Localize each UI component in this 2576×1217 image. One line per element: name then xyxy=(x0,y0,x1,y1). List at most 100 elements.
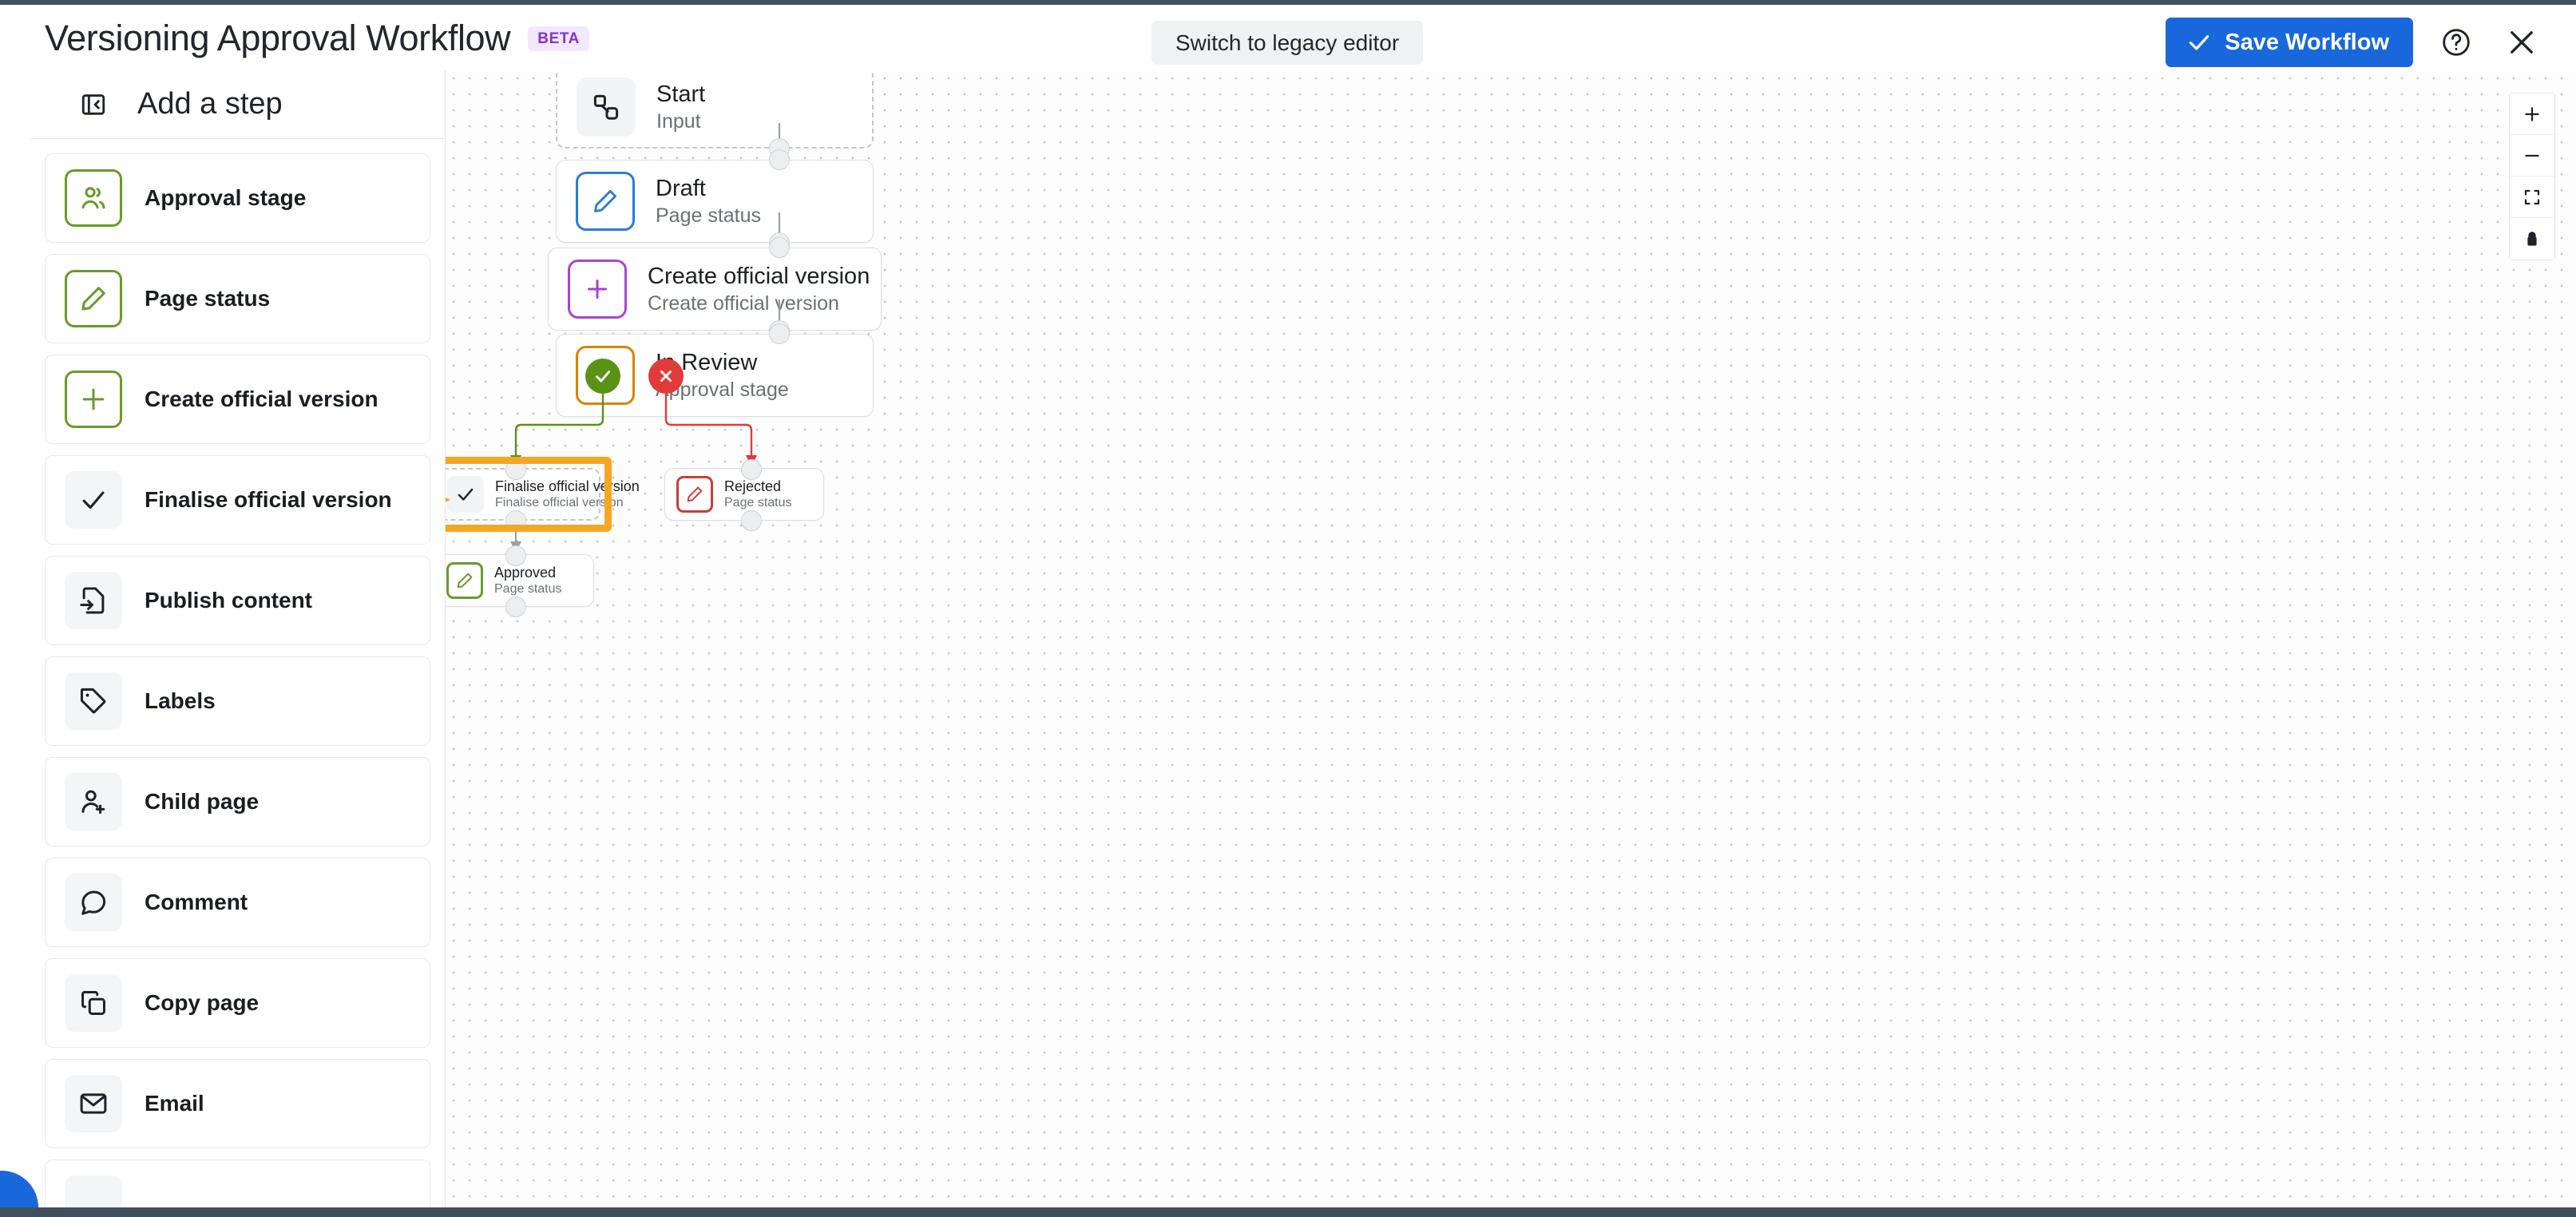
step-label: Approval stage xyxy=(145,185,307,210)
workflow-node-create-official-version[interactable]: Create official version Create official … xyxy=(548,248,882,331)
workflow-canvas[interactable]: Start Input Draft Page status Create off… xyxy=(446,70,2576,1207)
branch-badge-approve[interactable] xyxy=(585,359,620,394)
user-plus-icon xyxy=(65,773,122,830)
step-label: Publish content xyxy=(145,588,312,612)
node-subtitle: Input xyxy=(656,109,701,133)
node-handle-rejected-bottom[interactable] xyxy=(741,510,762,531)
node-handle-approved-top[interactable] xyxy=(505,545,526,566)
pencil-icon xyxy=(576,172,635,231)
switch-to-legacy-editor-button[interactable]: Switch to legacy editor xyxy=(1151,21,1424,65)
node-subtitle: Finalise official version xyxy=(495,495,624,509)
step-item-page-status[interactable]: Page status xyxy=(45,254,430,343)
lock-icon xyxy=(2522,229,2542,248)
node-subtitle: Page status xyxy=(494,581,562,596)
pencil-icon xyxy=(676,476,713,513)
step-label: Comment xyxy=(145,890,248,914)
minus-icon xyxy=(2522,145,2542,166)
fit-screen-icon xyxy=(2522,188,2542,207)
plus-icon xyxy=(2522,104,2542,125)
step-item-copy-page[interactable]: Copy page xyxy=(45,958,430,1048)
node-title: Create official version xyxy=(648,264,870,290)
nodes-icon xyxy=(577,77,636,137)
node-text-group: Approved Page status xyxy=(494,565,562,597)
workflow-node-approved[interactable]: Approved Page status xyxy=(446,554,594,607)
arrow-right-icon xyxy=(446,498,450,502)
zoom-in-button[interactable] xyxy=(2510,93,2554,135)
step-label: Page status xyxy=(145,286,271,311)
node-text-group: Start Input xyxy=(656,82,705,132)
check-icon xyxy=(447,476,484,513)
save-workflow-button[interactable]: Save Workflow xyxy=(2166,18,2413,67)
node-handle-rejected-top[interactable] xyxy=(741,459,762,480)
comment-icon xyxy=(65,874,122,931)
placeholder-icon xyxy=(65,1175,122,1207)
header-actions: Save Workflow xyxy=(2166,18,2544,67)
plus-icon xyxy=(65,371,122,428)
step-item-email[interactable]: Email xyxy=(45,1059,430,1148)
tag-icon xyxy=(65,672,122,730)
node-title: Start xyxy=(656,81,706,108)
fit-view-button[interactable] xyxy=(2510,176,2554,218)
edge-review-finalise xyxy=(514,394,604,459)
node-title: Finalise official version xyxy=(495,478,640,494)
help-button[interactable] xyxy=(2434,20,2479,65)
workflow-node-draft[interactable]: Draft Page status xyxy=(556,160,874,243)
step-label: Labels xyxy=(145,688,216,713)
header-title-group: Versioning Approval Workflow BETA xyxy=(45,18,589,59)
step-item-publish-content[interactable]: Publish content xyxy=(45,556,430,645)
copy-icon xyxy=(65,974,122,1032)
sidebar-title: Add a step xyxy=(137,87,283,121)
page-title: Versioning Approval Workflow xyxy=(45,18,511,58)
node-title: Rejected xyxy=(724,478,782,494)
lock-button[interactable] xyxy=(2510,218,2554,260)
step-label: Copy page xyxy=(145,990,260,1015)
workflow-node-start[interactable]: Start Input xyxy=(556,70,874,149)
panel-collapse-icon[interactable] xyxy=(80,91,107,118)
step-item-child-page[interactable]: Child page xyxy=(45,757,430,846)
app-header: Versioning Approval Workflow BETA Switch… xyxy=(0,5,2576,70)
file-export-icon xyxy=(65,572,122,629)
node-handle-approved-bottom[interactable] xyxy=(505,597,526,617)
node-text-group: Finalise official version Finalise offic… xyxy=(495,478,640,510)
pencil-icon xyxy=(65,270,122,327)
node-title: Approved xyxy=(494,564,557,581)
step-item-partial[interactable] xyxy=(45,1160,430,1207)
envelope-icon xyxy=(65,1075,122,1132)
step-item-finalise-official-version[interactable]: Finalise official version xyxy=(45,455,430,545)
step-label: Finalise official version xyxy=(145,487,392,512)
pencil-icon xyxy=(446,562,483,599)
add-step-sidebar: Add a step Approval stage Page status Cr xyxy=(30,70,446,1207)
zoom-out-button[interactable] xyxy=(2510,135,2554,176)
step-label: Create official version xyxy=(145,387,378,411)
node-handle-finalise-bottom[interactable] xyxy=(505,510,526,531)
step-label: Child page xyxy=(145,789,260,814)
node-handle-review-top[interactable] xyxy=(769,323,790,344)
node-subtitle: Page status xyxy=(724,495,792,509)
cross-icon xyxy=(656,367,676,386)
node-title: Draft xyxy=(656,176,706,202)
step-list: Approval stage Page status Create offici… xyxy=(30,139,445,1207)
users-icon xyxy=(65,169,122,227)
canvas-zoom-controls xyxy=(2509,93,2555,260)
beta-badge: BETA xyxy=(528,26,589,51)
step-item-labels[interactable]: Labels xyxy=(45,656,430,746)
branch-badge-reject[interactable] xyxy=(648,359,684,394)
node-text-group: Rejected Page status xyxy=(724,478,792,510)
help-circle-icon xyxy=(2440,26,2472,58)
workflow-editor-window: Versioning Approval Workflow BETA Switch… xyxy=(0,5,2576,1207)
node-handle-finalise-top[interactable] xyxy=(505,459,526,480)
check-icon xyxy=(592,366,613,387)
sidebar-header: Add a step xyxy=(30,70,445,139)
close-button[interactable] xyxy=(2499,20,2544,65)
node-handle-draft-top[interactable] xyxy=(769,149,790,170)
step-item-comment[interactable]: Comment xyxy=(45,858,430,947)
node-text-group: Create official version Create official … xyxy=(648,264,870,314)
save-workflow-label: Save Workflow xyxy=(2225,29,2389,55)
step-label: Email xyxy=(145,1091,204,1116)
step-item-approval-stage[interactable]: Approval stage xyxy=(45,153,430,243)
close-icon xyxy=(2505,26,2538,59)
node-handle-create-top[interactable] xyxy=(769,237,790,258)
node-subtitle: Create official version xyxy=(648,291,839,315)
check-icon xyxy=(2186,30,2212,55)
step-item-create-official-version[interactable]: Create official version xyxy=(45,355,430,444)
